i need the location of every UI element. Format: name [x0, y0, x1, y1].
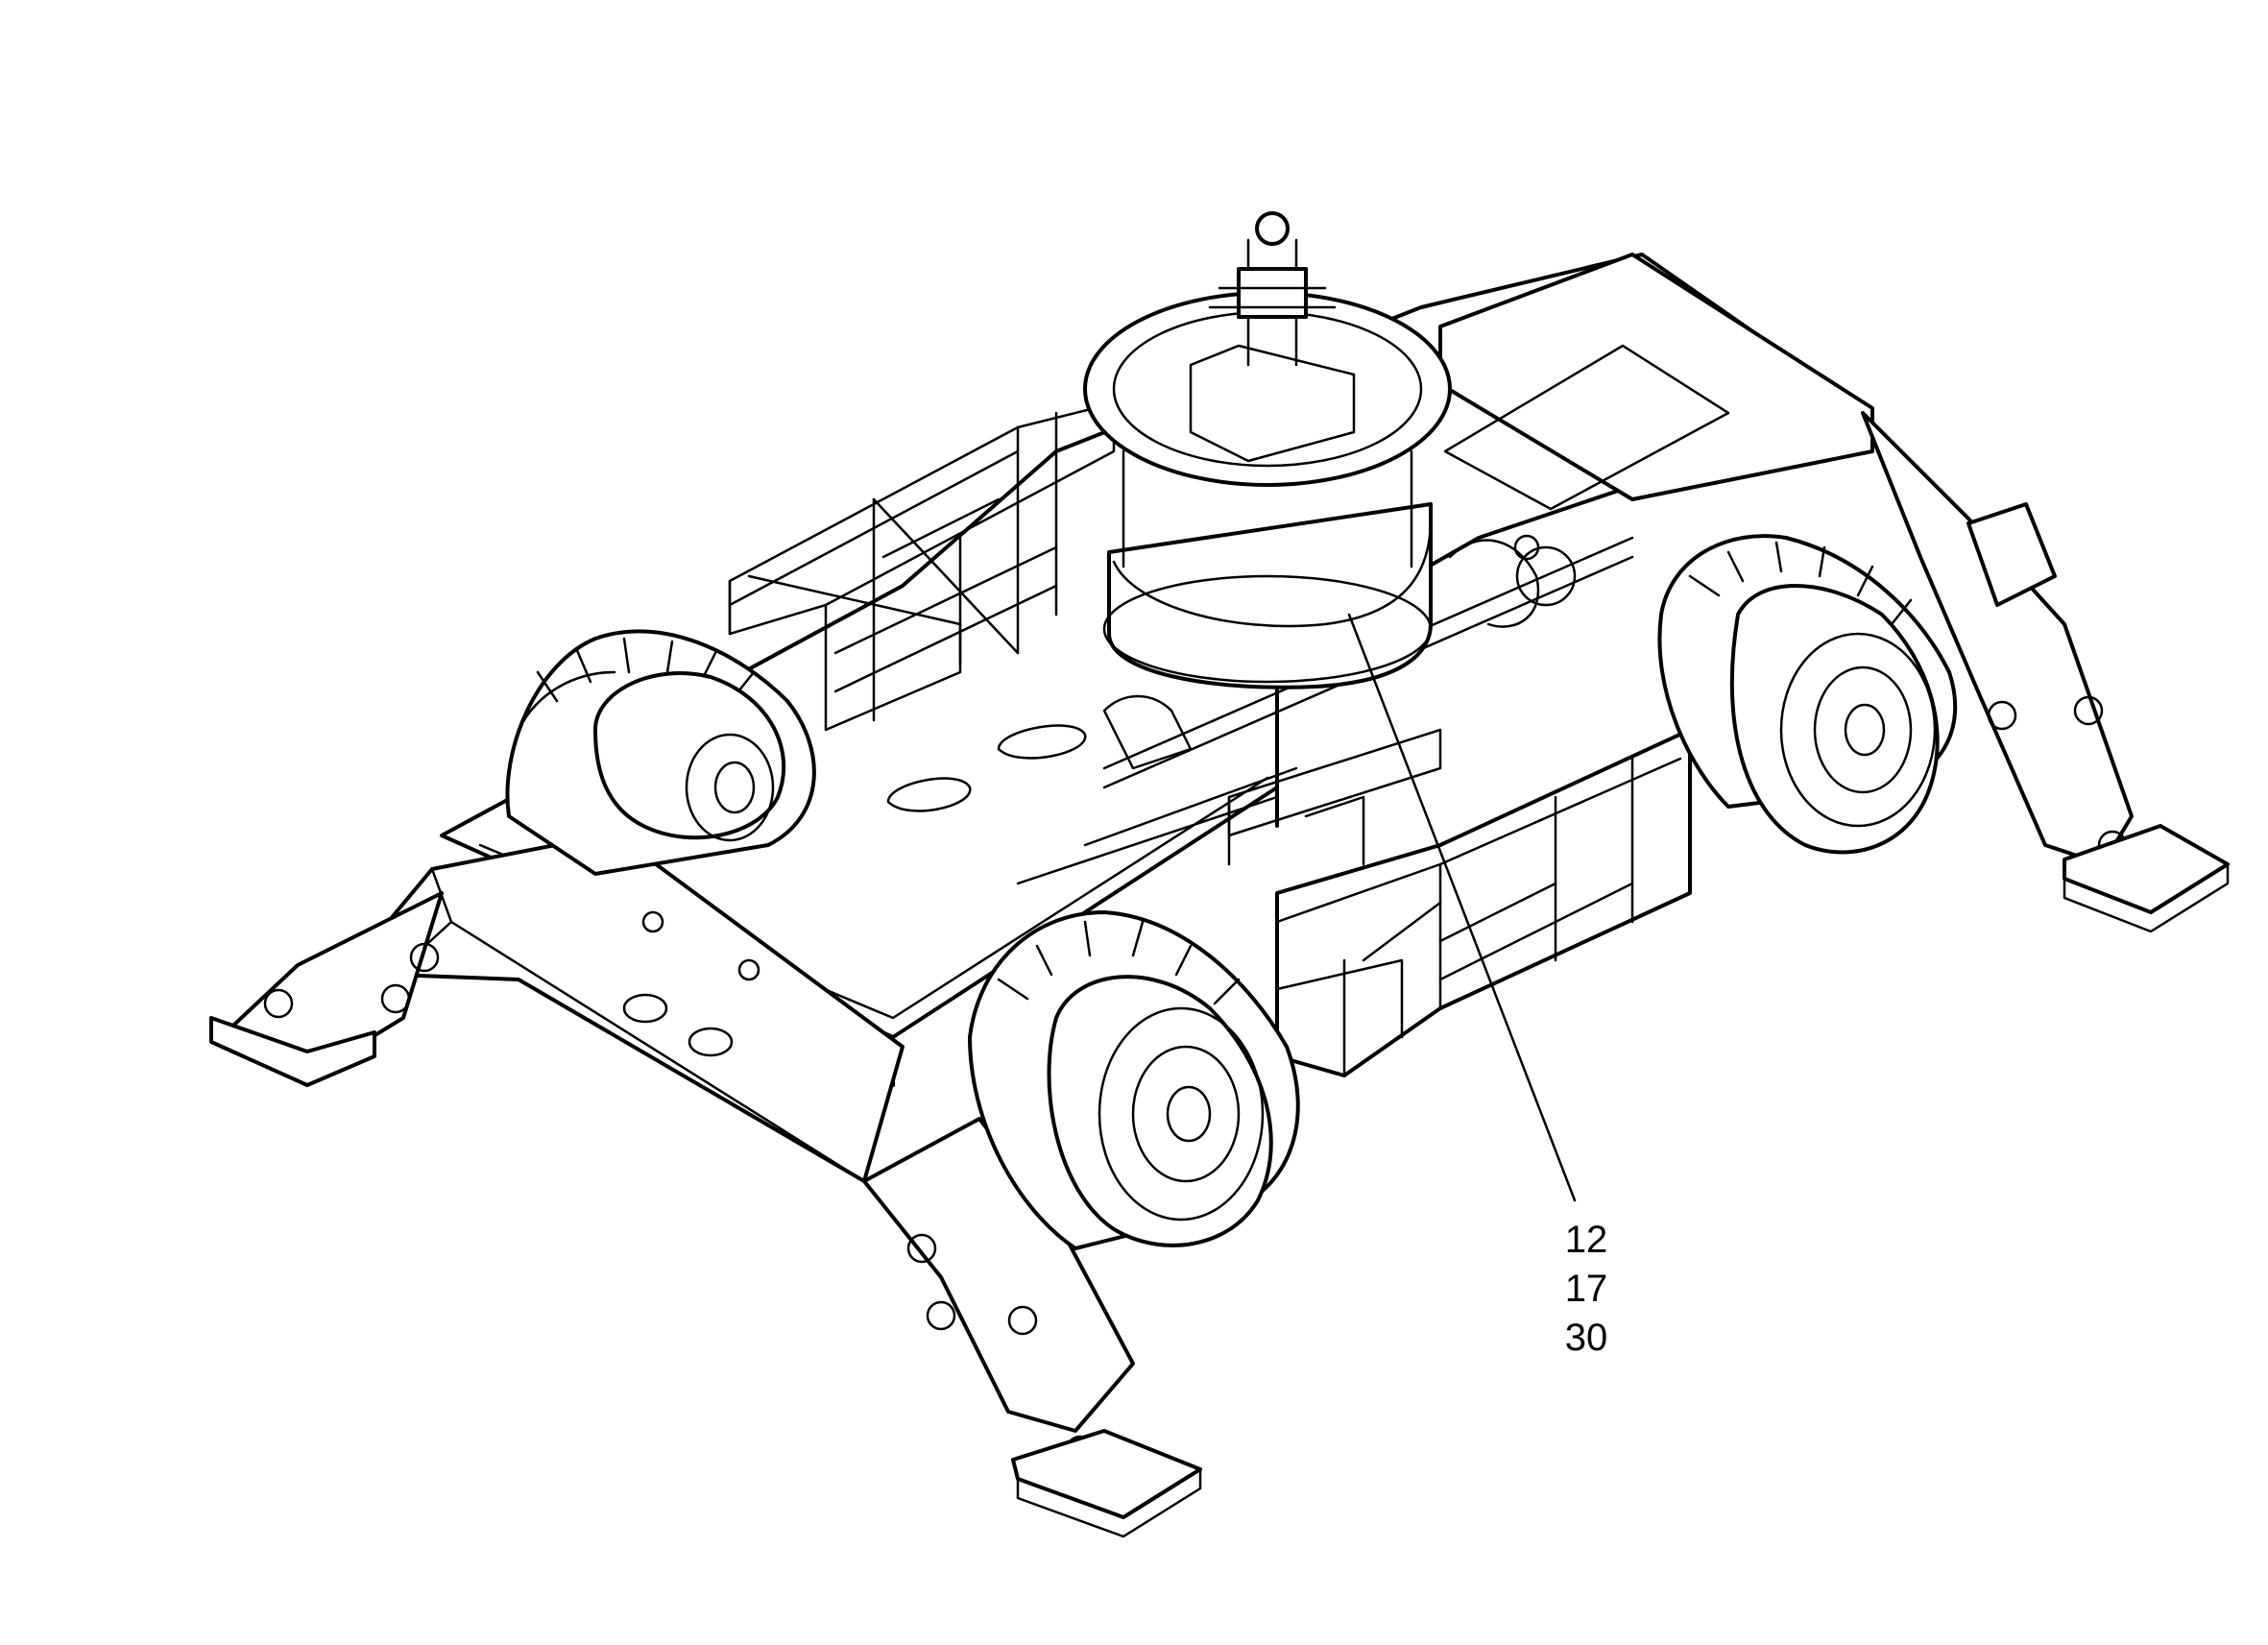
wheel-rear-left [505, 629, 816, 876]
callout-leader-line [1347, 613, 1577, 1202]
lattice-frame-front-right [1227, 728, 1692, 1077]
callout-number: 30 [1564, 1317, 1608, 1359]
wheel-rear-right [1657, 534, 1958, 855]
outrigger-leg-front-left [209, 891, 444, 1087]
outrigger-leg-rear-right [1861, 411, 2230, 933]
callout-number: 17 [1564, 1268, 1608, 1310]
wheel-front-right [968, 910, 1300, 1250]
slewing-ring-drum [1083, 211, 1452, 689]
callout-label-group: 12 17 30 [1548, 1216, 1625, 1363]
lattice-frame-rear-left [728, 401, 1116, 732]
callout-number: 12 [1564, 1219, 1608, 1261]
